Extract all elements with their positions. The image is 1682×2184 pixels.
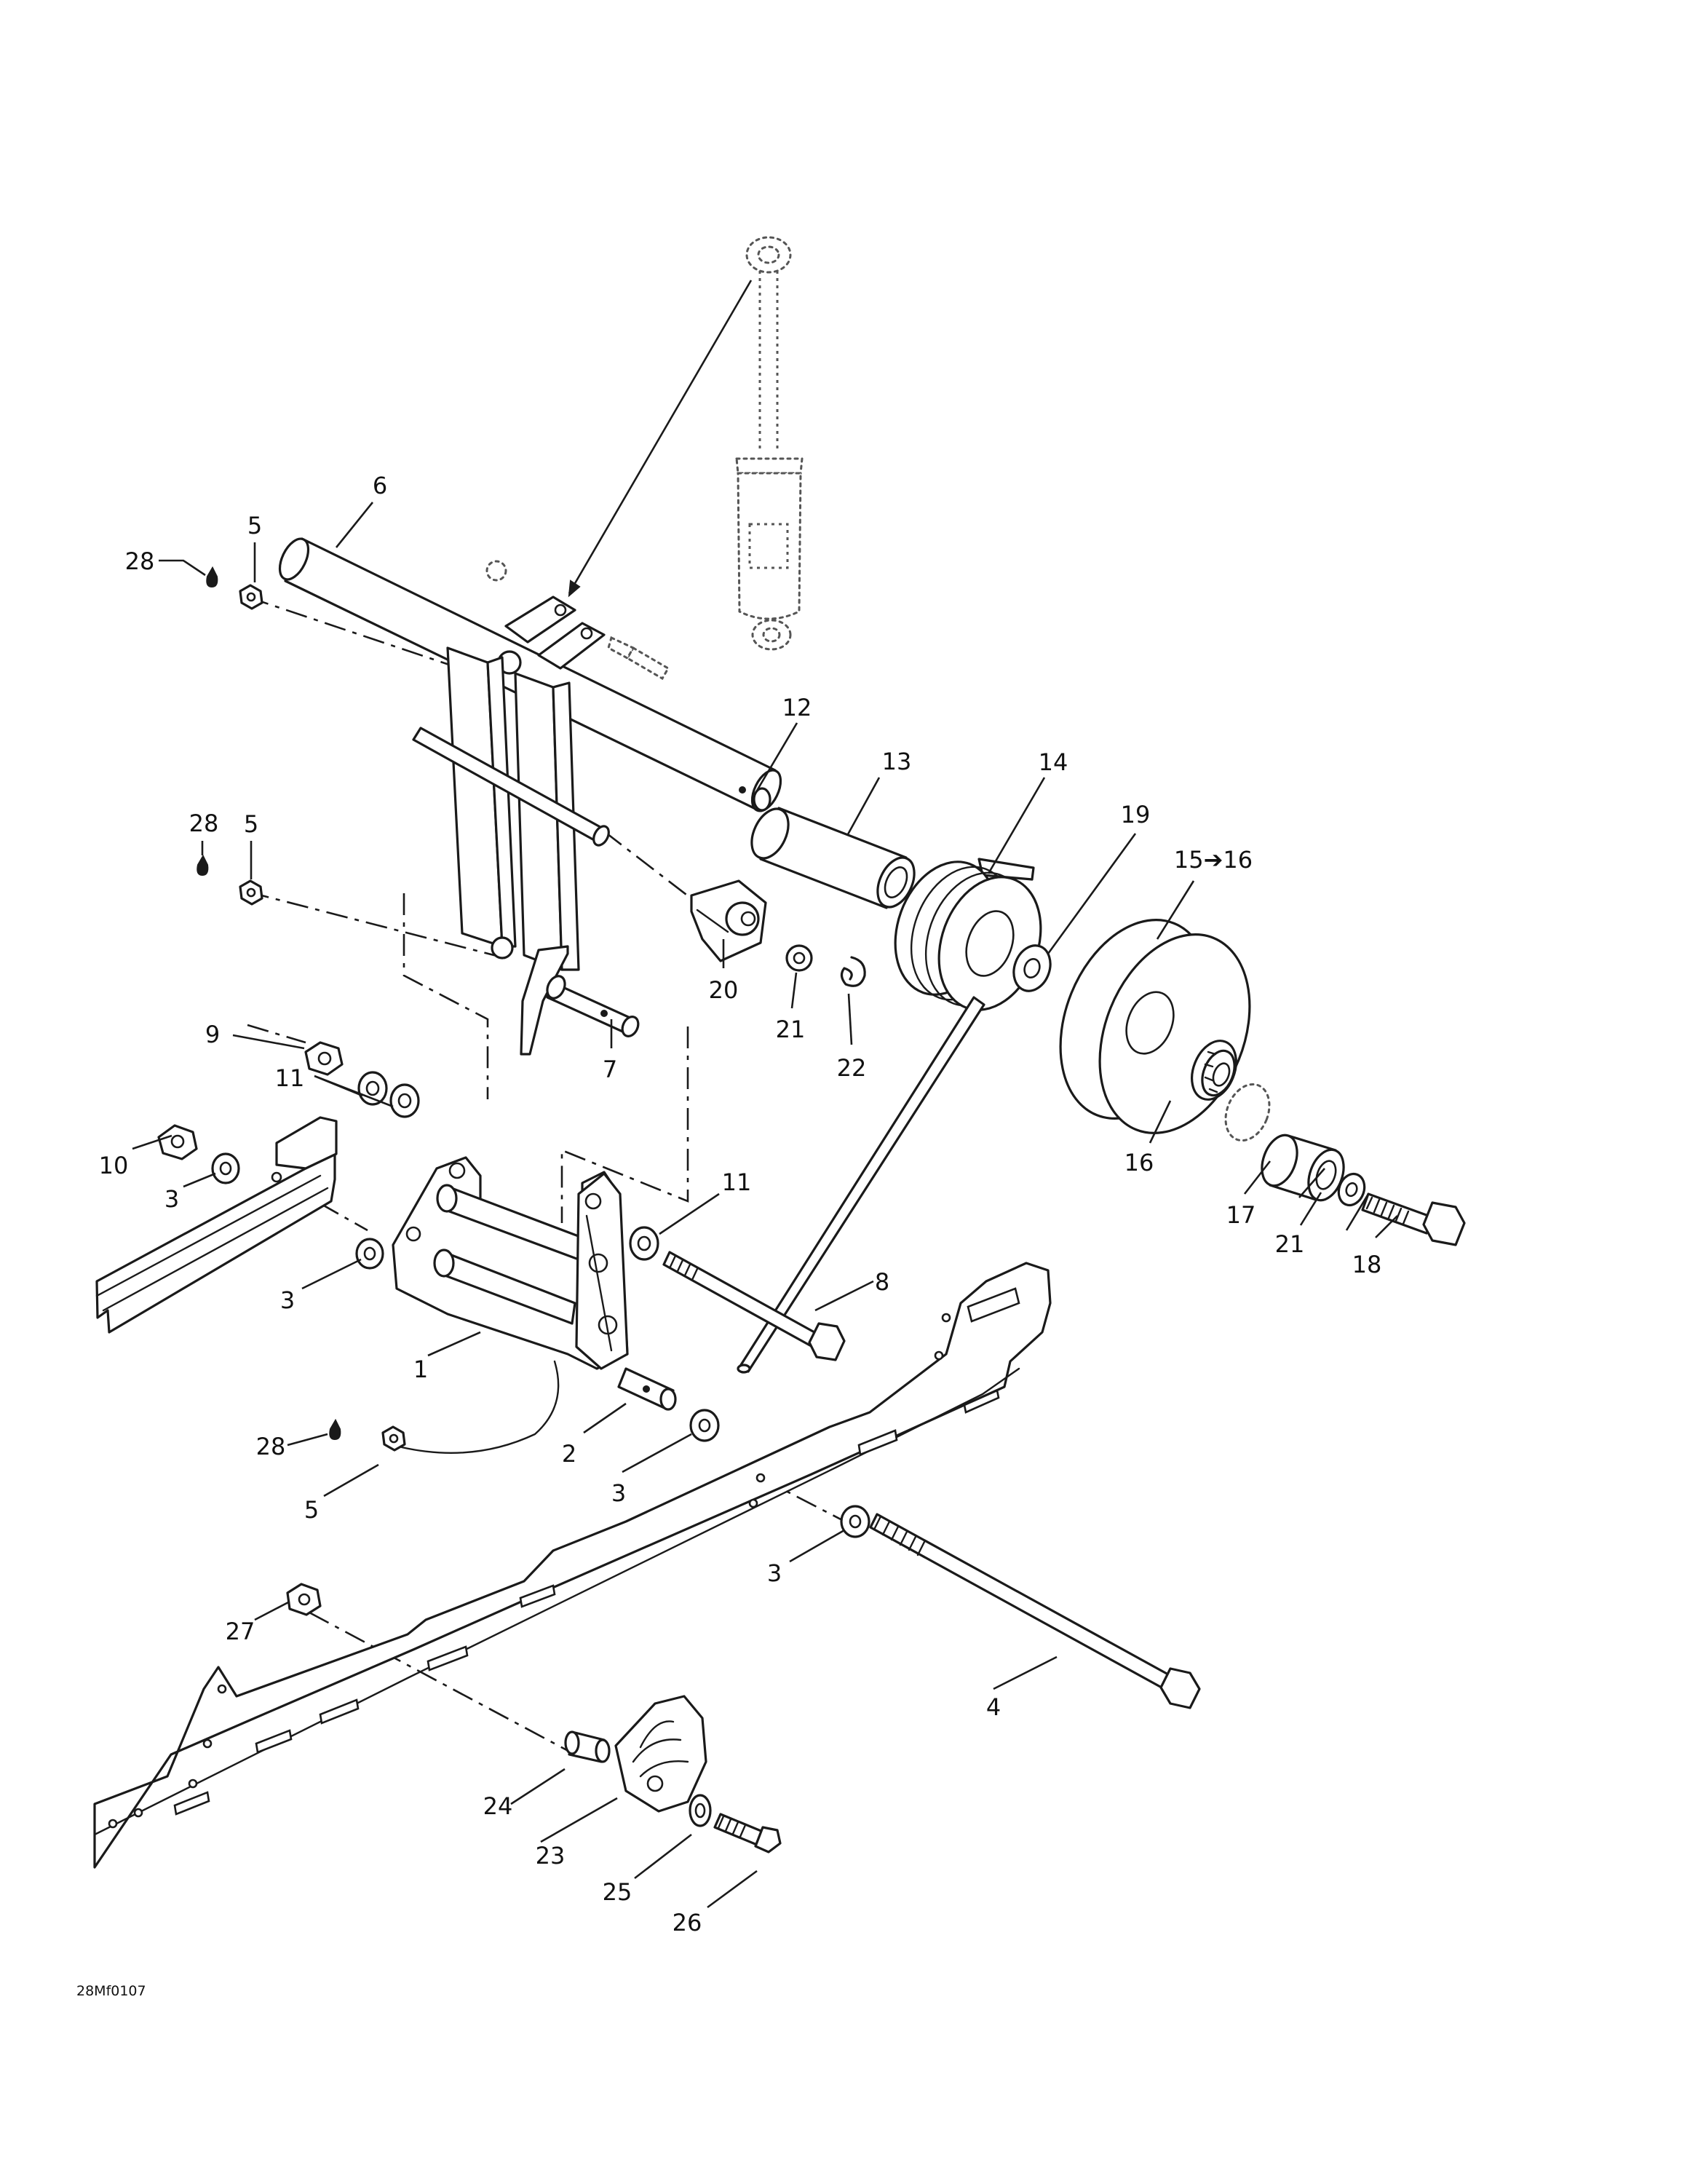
callout-11: 11 (722, 1168, 752, 1196)
nut-5-mid (239, 879, 263, 906)
bushing-13 (750, 807, 916, 909)
spring-adjuster-cam (690, 879, 767, 962)
callout-9: 9 (205, 1021, 220, 1048)
washer-21-upper (785, 944, 813, 972)
washer-19 (1012, 944, 1052, 992)
callout-13: 13 (882, 748, 912, 775)
shock-pointer-line (568, 280, 753, 594)
leader-lines (132, 502, 1398, 1909)
phantom-line-lower-bolt (247, 890, 512, 961)
callout-14: 14 (1039, 748, 1068, 776)
grease-fitting-28-low (329, 1418, 341, 1441)
shock-absorber-ghost (735, 236, 804, 651)
callout-5: 5 (247, 512, 262, 539)
circlip (1224, 1083, 1271, 1142)
phantom-line-right-bracket (560, 1026, 689, 1223)
callout-25: 25 (603, 1878, 632, 1906)
grease-fitting-28-mid (197, 854, 209, 877)
callout-17: 17 (1226, 1201, 1256, 1229)
callout-1: 1 (413, 1356, 428, 1383)
callout-7: 7 (603, 1056, 617, 1083)
callout-28: 28 (189, 810, 219, 837)
drawing-reference-code: 28Mf0107 (76, 1983, 146, 1999)
pivot-shaft-lever (520, 945, 640, 1056)
callout-19: 19 (1121, 801, 1151, 828)
callout-22: 22 (837, 1054, 867, 1082)
callout-2: 2 (562, 1440, 576, 1468)
callout-15-16: 15➔16 (1174, 846, 1253, 874)
callout-5: 5 (244, 810, 258, 838)
washer-3-right (840, 1505, 870, 1538)
callout-labels: 6 5 28 5 28 12 13 14 19 15➔16 20 21 22 7… (99, 472, 1382, 1936)
callout-4: 4 (986, 1693, 1001, 1721)
nut-5-top (239, 584, 263, 610)
callout-28: 28 (125, 547, 155, 575)
shock-pointer-arrow (568, 579, 581, 598)
callout-5: 5 (304, 1496, 319, 1524)
bearing-16 (1191, 1040, 1237, 1101)
callout-10: 10 (99, 1152, 129, 1179)
callout-3: 3 (280, 1286, 295, 1314)
callout-8: 8 (875, 1268, 889, 1296)
shock-bolt-ghost (485, 560, 670, 681)
lower-shaft-rod (412, 727, 610, 847)
callout-28: 28 (256, 1433, 286, 1460)
left-rail-bracket (95, 1116, 338, 1334)
callout-3: 3 (611, 1479, 626, 1507)
callout-16: 16 (1124, 1149, 1154, 1176)
callout-11: 11 (275, 1064, 305, 1092)
grease-fitting-28-top (206, 566, 218, 588)
phantom-line-stopper (309, 1611, 576, 1756)
stopper-23 (614, 1695, 707, 1813)
grease-hose (400, 1360, 560, 1455)
shaft-2 (617, 1367, 677, 1411)
nut-9 (304, 1041, 344, 1076)
callout-23: 23 (536, 1842, 566, 1870)
callout-21: 21 (776, 1016, 806, 1043)
base-frame-1 (392, 1156, 629, 1370)
callout-6: 6 (373, 472, 387, 499)
washers-11-upper (357, 1071, 420, 1118)
washer-11-lower (629, 1226, 659, 1261)
nut-5-low (381, 1425, 406, 1452)
callout-20: 20 (709, 976, 739, 1004)
washer-3-left (211, 1152, 240, 1184)
nut-27 (286, 1583, 322, 1616)
callout-21: 21 (1275, 1230, 1305, 1258)
callout-27: 27 (226, 1618, 255, 1645)
bolt-18 (1361, 1192, 1466, 1246)
bolt-8 (662, 1251, 846, 1361)
phantom-line-upper-bolt (247, 596, 461, 670)
nut-10 (157, 1124, 198, 1160)
washer-3-frame (355, 1238, 384, 1270)
spacer-17 (1261, 1133, 1345, 1202)
long-bolt-4 (869, 1513, 1201, 1709)
washer-3-lower (689, 1409, 720, 1442)
washer-21-lower (1337, 1172, 1366, 1207)
callout-3: 3 (767, 1559, 782, 1587)
slide-rail (93, 1262, 1052, 1869)
torsion-spring-14 (737, 858, 1042, 1374)
phantom-line-left-bracket (402, 893, 489, 1099)
callout-12: 12 (782, 694, 812, 721)
shock-clevis (497, 596, 606, 675)
bushing-24 (564, 1730, 611, 1763)
callout-3: 3 (164, 1185, 179, 1213)
suspension-arm-plates (446, 646, 580, 971)
upper-cross-tube (278, 537, 782, 812)
callout-26: 26 (673, 1909, 702, 1936)
callout-24: 24 (483, 1792, 513, 1820)
screw-26 (713, 1813, 782, 1853)
callout-18: 18 (1352, 1251, 1382, 1278)
washer-25 (689, 1794, 712, 1827)
phantom-line-nut (247, 1024, 306, 1044)
clip-22 (840, 956, 866, 987)
